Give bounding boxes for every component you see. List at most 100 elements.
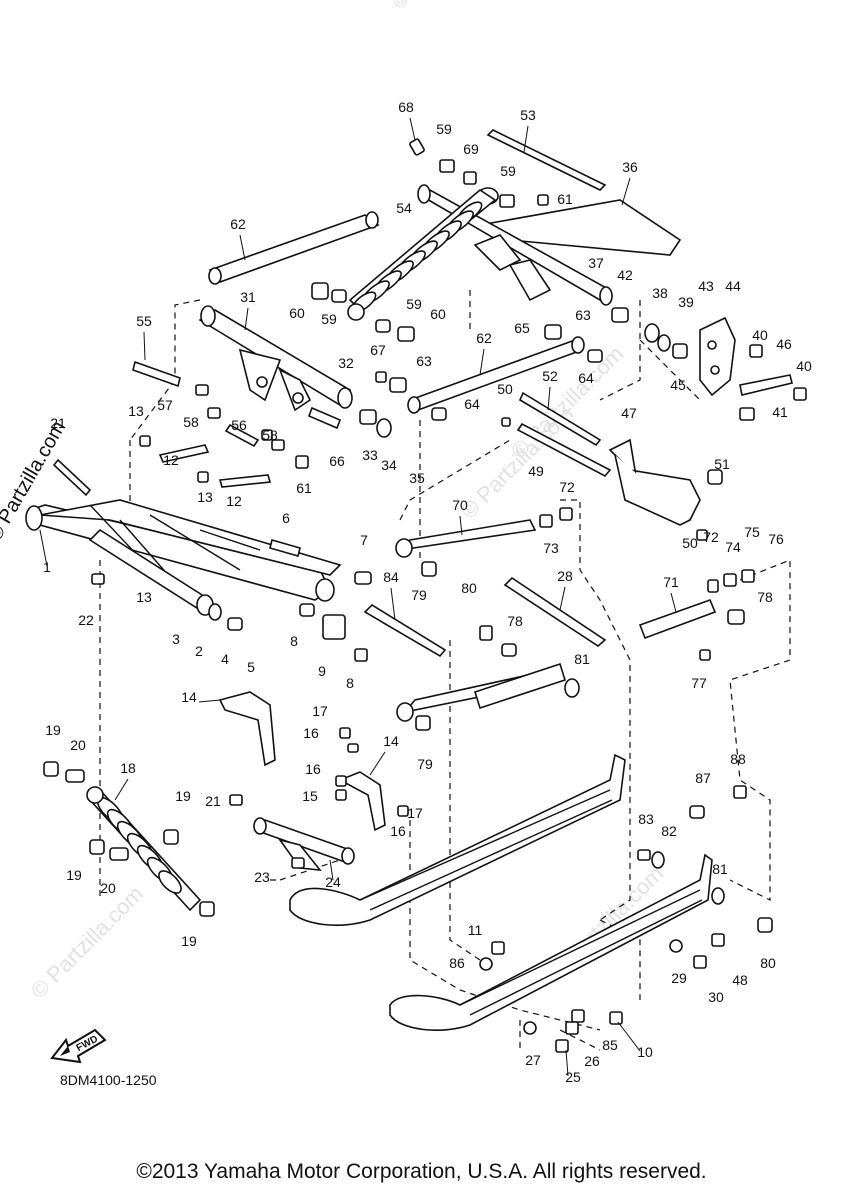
- callout-7: 7: [360, 532, 368, 548]
- callout-74: 74: [725, 539, 741, 555]
- callout-24: 24: [325, 874, 341, 890]
- callout-19: 19: [66, 867, 82, 883]
- plate-and-link: [699, 316, 793, 397]
- callout-78: 78: [507, 613, 523, 629]
- callout-46: 46: [776, 336, 792, 352]
- callout-63: 63: [575, 307, 591, 323]
- callout-75: 75: [744, 524, 760, 540]
- callout-29: 29: [671, 970, 687, 986]
- callout-76: 76: [768, 531, 784, 547]
- callout-60: 60: [289, 305, 305, 321]
- callout-51: 51: [714, 456, 730, 472]
- callout-59: 59: [500, 163, 516, 179]
- callout-56: 56: [231, 417, 247, 433]
- callout-68: 68: [398, 99, 414, 115]
- callout-67: 67: [370, 342, 386, 358]
- callout-53: 53: [520, 107, 536, 123]
- callout-69: 69: [463, 141, 479, 157]
- callout-16: 16: [390, 823, 406, 839]
- callout-63: 63: [416, 353, 432, 369]
- callout-23: 23: [254, 869, 270, 885]
- callout-11: 11: [468, 922, 483, 938]
- callout-32: 32: [338, 355, 354, 371]
- callout-43: 43: [698, 278, 714, 294]
- callout-41: 41: [772, 404, 788, 420]
- callout-40: 40: [752, 327, 768, 343]
- callout-80: 80: [461, 580, 477, 596]
- callout-19: 19: [45, 722, 61, 738]
- callout-39: 39: [678, 294, 694, 310]
- callout-61: 61: [296, 480, 312, 496]
- callout-49: 49: [528, 463, 544, 479]
- callout-20: 20: [70, 737, 86, 753]
- callout-79: 79: [411, 587, 427, 603]
- callout-72: 72: [703, 529, 719, 545]
- callout-10: 10: [637, 1044, 653, 1060]
- callout-62: 62: [476, 330, 492, 346]
- callout-66: 66: [329, 453, 345, 469]
- callout-26: 26: [584, 1053, 600, 1069]
- rear-arm-part: [25, 499, 342, 616]
- diagram-code: 8DM4100-1250: [60, 1072, 157, 1088]
- callout-8: 8: [346, 675, 354, 691]
- callout-12: 12: [226, 493, 242, 509]
- callout-25: 25: [565, 1069, 581, 1085]
- callout-82: 82: [661, 823, 677, 839]
- callout-83: 83: [638, 811, 654, 827]
- callout-48: 48: [732, 972, 748, 988]
- callout-14: 14: [383, 733, 399, 749]
- callout-71: 71: [663, 574, 679, 590]
- callout-58: 58: [183, 414, 199, 430]
- front-shock-absorber-part: [347, 187, 499, 321]
- callout-88: 88: [730, 751, 746, 767]
- callout-22: 22: [78, 612, 94, 628]
- callout-4: 4: [221, 651, 229, 667]
- callout-64: 64: [578, 370, 594, 386]
- copyright-notice: ©2013 Yamaha Motor Corporation, U.S.A. A…: [136, 1160, 707, 1183]
- callout-61: 61: [557, 191, 573, 207]
- callout-45: 45: [670, 377, 686, 393]
- callout-27: 27: [525, 1052, 541, 1068]
- callout-16: 16: [303, 725, 319, 741]
- callout-42: 42: [617, 267, 633, 283]
- fwd-arrow-icon: FWD: [50, 1028, 107, 1064]
- callout-21: 21: [205, 793, 221, 809]
- callout-70: 70: [452, 497, 468, 513]
- callout-18: 18: [120, 760, 136, 776]
- callout-19: 19: [181, 933, 197, 949]
- callout-35: 35: [409, 470, 425, 486]
- callout-8: 8: [290, 633, 298, 649]
- callout-14: 14: [181, 689, 197, 705]
- svg-text:© Partzilla.com: © Partzilla.com: [26, 881, 149, 1004]
- small-hardware: [43, 138, 807, 1053]
- callout-6: 6: [282, 510, 290, 526]
- front-arm-part: [198, 305, 353, 412]
- callout-72: 72: [559, 479, 575, 495]
- callout-58: 58: [262, 427, 278, 443]
- callout-38: 38: [652, 285, 668, 301]
- callout-86: 86: [449, 955, 465, 971]
- callout-81: 81: [712, 861, 728, 877]
- rear-shock-absorber-part: [86, 786, 202, 912]
- callout-87: 87: [695, 770, 711, 786]
- callout-13: 13: [128, 403, 144, 419]
- callout-1: 1: [43, 559, 51, 575]
- callout-81: 81: [574, 651, 590, 667]
- callout-20: 20: [100, 880, 116, 896]
- leader-lines: [39, 117, 677, 1077]
- callout-85: 85: [602, 1037, 618, 1053]
- lower-pivot-bracket: [253, 817, 355, 871]
- callout-62: 62: [230, 216, 246, 232]
- callout-59: 59: [436, 121, 452, 137]
- callout-37: 37: [588, 255, 604, 271]
- callout-34: 34: [381, 457, 397, 473]
- callout-65: 65: [514, 320, 530, 336]
- bracket-part: [608, 438, 701, 526]
- pivot-bracket-part: [417, 184, 682, 306]
- callout-15: 15: [302, 788, 318, 804]
- callout-64: 64: [464, 396, 480, 412]
- rods-and-shafts: [208, 129, 717, 722]
- callout-47: 47: [621, 405, 637, 421]
